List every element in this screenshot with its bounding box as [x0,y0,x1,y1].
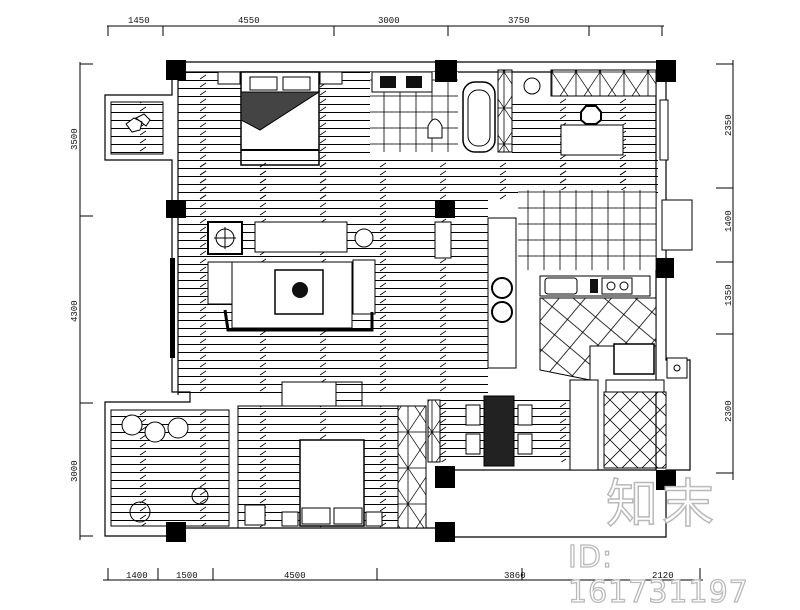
plant-strip [569,379,599,471]
wardrobe [397,405,427,529]
dim-top-1: 1450 [128,16,150,26]
wardrobe [497,69,513,153]
pillow-icon [282,76,311,91]
cabinet [427,399,441,463]
window [659,99,669,161]
dim-left-1: 3500 [70,128,80,150]
dim-right-4: 2300 [724,400,734,422]
dimension-right: 2350 1400 1350 2300 [716,60,734,480]
sink-icon [380,76,396,88]
room-kitchen-upper [518,190,656,270]
bookshelf [550,69,657,97]
sink-icon [406,76,422,88]
plant-icon [354,228,374,248]
bed-blanket [240,91,321,131]
dim-top-2: 4550 [238,16,260,26]
washing-machine [613,343,655,375]
chair-icon [465,404,481,426]
window [170,258,175,358]
window [661,199,693,251]
dim-bottom-3: 4500 [284,571,306,581]
dining-table [483,395,515,467]
plant-icon [523,77,541,95]
nightstand [217,71,241,85]
dim-top-3: 3000 [378,16,400,26]
sink-icon [544,277,578,295]
chair-icon [125,113,151,133]
pillow-icon [333,507,363,525]
floor-drain [666,357,688,379]
desk [560,124,624,156]
dimension-left: 3500 4300 3000 [70,62,93,540]
tv-cabinet [434,221,452,259]
nightstand [281,511,299,527]
dim-right-2: 1400 [724,210,734,232]
dim-bottom-4: 3860 [504,571,526,581]
dimension-top: 1450 4550 3000 3750 [107,16,664,36]
utility-counter [605,379,665,393]
toilet-icon [427,118,443,139]
room-kitchen-floor [539,297,657,381]
dim-top-4: 3750 [508,16,530,26]
pillow-icon [249,76,278,91]
sofa-side [352,259,376,315]
columns [166,60,676,542]
rug-border [223,309,374,332]
chair-icon [244,504,266,526]
dim-bottom-1: 1400 [126,571,148,581]
dimension-bottom: 1400 1500 4500 3860 2120 [103,568,703,581]
chair-icon [121,414,143,436]
chair-icon [167,417,189,439]
chair-icon [580,105,602,125]
nightstand [319,71,343,85]
dim-left-3: 3000 [70,460,80,482]
dim-right-3: 1350 [724,284,734,306]
chair-icon [465,433,481,455]
dim-bottom-5: 2120 [652,571,674,581]
stool-icon [491,277,513,299]
sofa [254,221,348,253]
plant-icon [191,487,209,505]
dim-right-1: 2350 [724,114,734,136]
stool-icon [491,301,513,323]
plant-icon [129,501,151,523]
pillow-icon [301,507,331,525]
room-utility [603,391,667,469]
dim-left-2: 4300 [70,300,80,322]
dim-bottom-2: 1500 [176,571,198,581]
table-icon [144,421,166,443]
plant-icon [292,282,308,298]
chair-icon [517,433,533,455]
nightstand [365,511,383,527]
chair-icon [517,404,533,426]
fridge-icon [590,279,598,293]
watermark-brand: 知末 [605,474,719,536]
